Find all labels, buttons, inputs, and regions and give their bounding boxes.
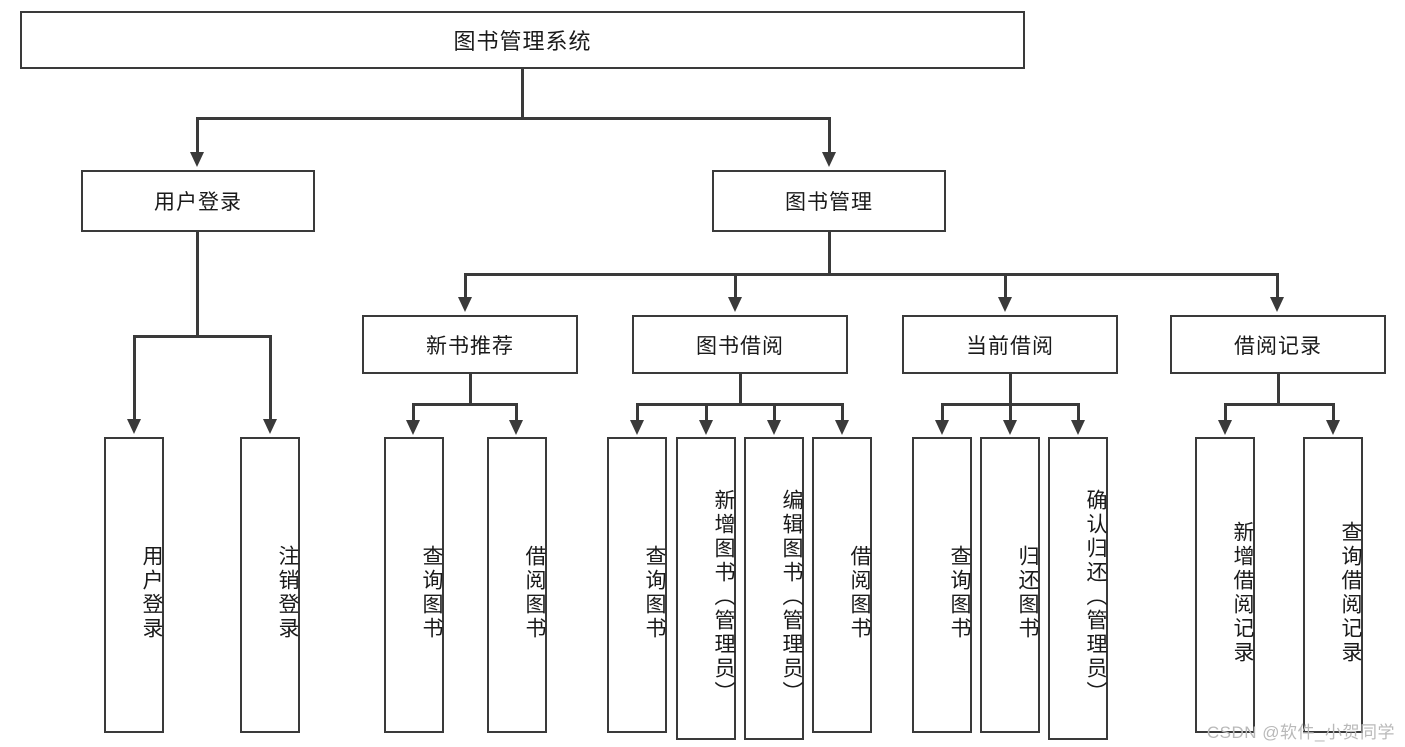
connector-cb-to-leaf-1 [941, 403, 944, 421]
arrow-br-to-leaf-2 [1326, 420, 1340, 435]
connector-current-borrow-stem [1009, 374, 1012, 403]
node-borrow-record[interactable]: 借阅记录 [1170, 315, 1386, 374]
arrow-bb-to-leaf-4 [835, 420, 849, 435]
connector-borrow-record-stem [1277, 374, 1280, 403]
connector-user-login-stem [196, 232, 199, 335]
arrow-new-book-to-leaf-1 [406, 420, 420, 435]
leaf-new-book-borrow-book[interactable]: 借阅图书 [487, 437, 547, 733]
arrow-cb-to-leaf-1 [935, 420, 949, 435]
connector-br-to-leaf-1 [1224, 403, 1227, 421]
arrow-user-login-to-leaf-2 [263, 419, 277, 434]
connector-user-login-to-leaf-2 [269, 335, 272, 420]
connector-bb-to-leaf-4 [841, 403, 844, 421]
connector-new-book-bus [412, 403, 517, 406]
connector-borrow-record-bus [1224, 403, 1334, 406]
arrow-bm-to-borrow-record [1270, 297, 1284, 312]
node-current-borrow[interactable]: 当前借阅 [902, 315, 1118, 374]
node-root-book-management-system[interactable]: 图书管理系统 [20, 11, 1025, 69]
connector-root-stem [521, 69, 524, 117]
connector-bb-to-leaf-2 [705, 403, 708, 421]
arrow-user-login-to-leaf-1 [127, 419, 141, 434]
arrow-bb-to-leaf-2 [699, 420, 713, 435]
leaf-current-borrow-return-book[interactable]: 归还图书 [980, 437, 1040, 733]
arrow-cb-to-leaf-2 [1003, 420, 1017, 435]
leaf-book-borrow-query-book[interactable]: 查询图书 [607, 437, 667, 733]
connector-bm-to-current-borrow [1004, 273, 1007, 298]
connector-bb-to-leaf-3 [773, 403, 776, 421]
connector-root-to-user-login [196, 117, 199, 153]
arrow-cb-to-leaf-3 [1071, 420, 1085, 435]
leaf-user-login-login[interactable]: 用户登录 [104, 437, 164, 733]
connector-cb-to-leaf-3 [1077, 403, 1080, 421]
connector-new-book-to-leaf-1 [412, 403, 415, 421]
arrow-bm-to-book-borrow [728, 297, 742, 312]
leaf-borrow-record-query-record[interactable]: 查询借阅记录 [1303, 437, 1363, 733]
connector-br-to-leaf-2 [1332, 403, 1335, 421]
connector-bm-to-new-book [464, 273, 467, 298]
node-new-book-recommend[interactable]: 新书推荐 [362, 315, 578, 374]
leaf-book-borrow-add-book-admin[interactable]: 新增图书（管理员） [676, 437, 736, 740]
arrow-root-to-user-login [190, 152, 204, 167]
connector-bm-to-book-borrow [734, 273, 737, 298]
connector-user-login-to-leaf-1 [133, 335, 136, 420]
connector-cb-to-leaf-2 [1009, 403, 1012, 421]
leaf-user-login-logout[interactable]: 注销登录 [240, 437, 300, 733]
node-book-borrow[interactable]: 图书借阅 [632, 315, 848, 374]
connector-book-borrow-stem [739, 374, 742, 403]
arrow-new-book-to-leaf-2 [509, 420, 523, 435]
arrow-bm-to-current-borrow [998, 297, 1012, 312]
connector-root-bus [196, 117, 830, 120]
connector-new-book-stem [469, 374, 472, 403]
leaf-borrow-record-add-record[interactable]: 新增借阅记录 [1195, 437, 1255, 733]
node-book-management[interactable]: 图书管理 [712, 170, 946, 232]
connector-book-management-bus [464, 273, 1278, 276]
leaf-current-borrow-query-book[interactable]: 查询图书 [912, 437, 972, 733]
arrow-bb-to-leaf-1 [630, 420, 644, 435]
connector-book-management-stem [828, 232, 831, 273]
leaf-book-borrow-borrow-book[interactable]: 借阅图书 [812, 437, 872, 733]
arrow-root-to-book-management [822, 152, 836, 167]
node-user-login[interactable]: 用户登录 [81, 170, 315, 232]
leaf-new-book-query-book[interactable]: 查询图书 [384, 437, 444, 733]
csdn-watermark: CSDN @软件_小贺同学 [1206, 723, 1395, 742]
connector-new-book-to-leaf-2 [515, 403, 518, 421]
connector-bb-to-leaf-1 [636, 403, 639, 421]
connector-bm-to-borrow-record [1276, 273, 1279, 298]
arrow-br-to-leaf-1 [1218, 420, 1232, 435]
leaf-current-borrow-confirm-return-admin[interactable]: 确认归还（管理员） [1048, 437, 1108, 740]
connector-user-login-bus [133, 335, 271, 338]
arrow-bb-to-leaf-3 [767, 420, 781, 435]
connector-book-borrow-bus [636, 403, 842, 406]
leaf-book-borrow-edit-book-admin[interactable]: 编辑图书（管理员） [744, 437, 804, 740]
connector-root-to-book-management [828, 117, 831, 153]
arrow-bm-to-new-book [458, 297, 472, 312]
